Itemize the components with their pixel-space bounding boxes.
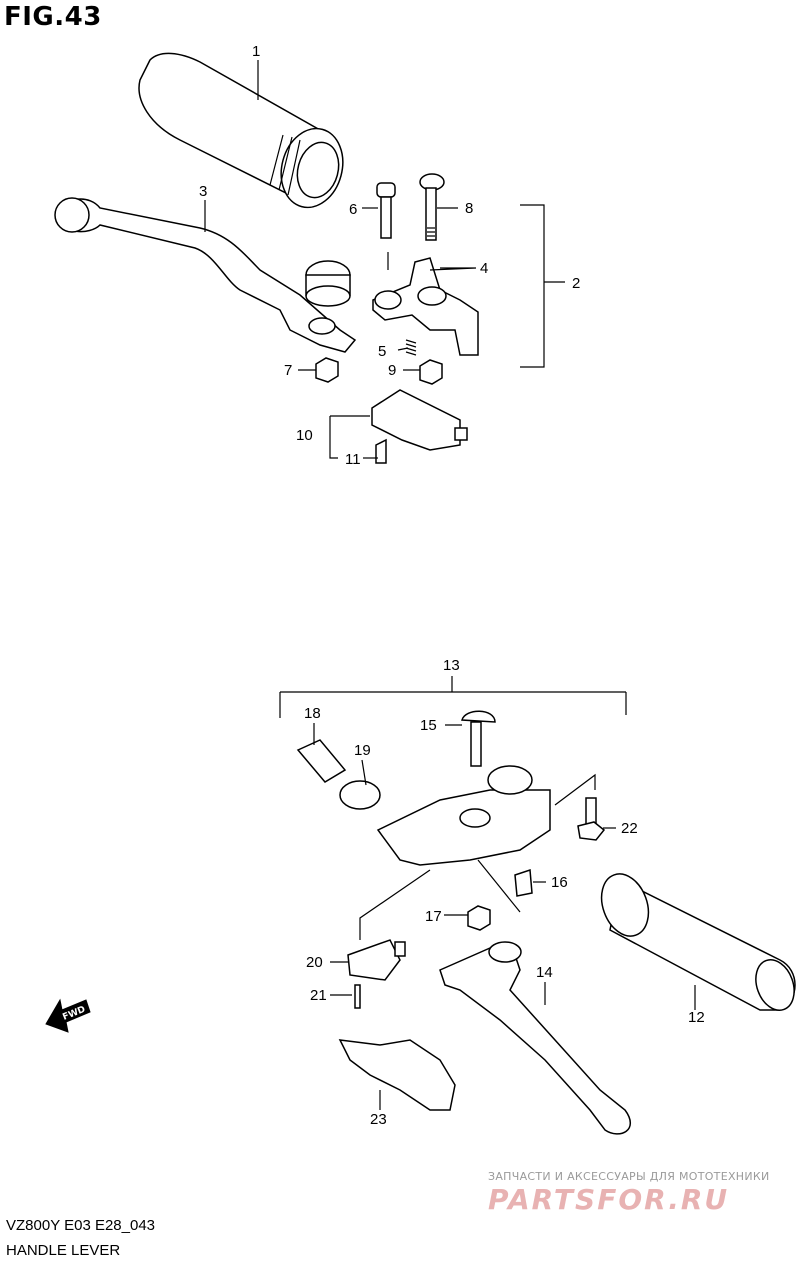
callout-14: 14 xyxy=(536,964,553,981)
callout-21: 21 xyxy=(310,987,327,1004)
part-lever-front xyxy=(54,197,357,353)
callout-15: 15 xyxy=(420,717,437,734)
part-grip-right xyxy=(600,873,796,1011)
leader-lines xyxy=(204,60,696,1110)
callout-8: 8 xyxy=(465,200,473,217)
callout-1: 1 xyxy=(252,43,260,60)
watermark-tagline: ЗАПЧАСТИ И АКСЕССУАРЫ ДЛЯ МОТОТЕХНИКИ xyxy=(488,1170,770,1183)
part-boot xyxy=(338,1039,456,1111)
callout-16: 16 xyxy=(551,874,568,891)
part-clutch-bracket xyxy=(296,710,606,931)
model-code: VZ800Y E03 E28_043 xyxy=(6,1217,156,1234)
callout-7: 7 xyxy=(284,362,292,379)
part-bracket-assembly xyxy=(372,173,479,356)
fwd-label: FWD xyxy=(61,1005,87,1023)
callout-23: 23 xyxy=(370,1111,387,1128)
part-lever-clutch xyxy=(439,941,632,1135)
callout-5: 5 xyxy=(378,343,386,360)
callout-11: 11 xyxy=(345,451,361,468)
callout-10: 10 xyxy=(296,427,313,444)
callout-22: 22 xyxy=(621,820,638,837)
callout-4: 4 xyxy=(480,260,488,277)
callout-3: 3 xyxy=(199,183,207,200)
figure-title: FIG.43 xyxy=(4,2,102,32)
callout-2: 2 xyxy=(572,275,580,292)
watermark-logo: PARTSFOR.RU xyxy=(488,1183,730,1216)
figure-name: HANDLE LEVER xyxy=(6,1242,121,1259)
callout-13: 13 xyxy=(443,657,460,674)
callout-17: 17 xyxy=(425,908,442,925)
callout-labels: 1 2 3 4 5 6 7 8 9 10 11 12 13 14 15 16 1… xyxy=(199,43,705,1128)
part-small-hardware xyxy=(315,339,443,385)
part-brake-switch xyxy=(371,389,468,464)
callout-12: 12 xyxy=(688,1009,705,1026)
part-clutch-switch xyxy=(347,939,406,1009)
callout-20: 20 xyxy=(306,954,323,971)
callout-9: 9 xyxy=(388,362,396,379)
callout-19: 19 xyxy=(354,742,371,759)
callout-18: 18 xyxy=(304,705,321,722)
part-grip-left xyxy=(138,52,344,209)
callout-6: 6 xyxy=(349,201,357,218)
fwd-arrow-icon: FWD xyxy=(45,998,91,1033)
